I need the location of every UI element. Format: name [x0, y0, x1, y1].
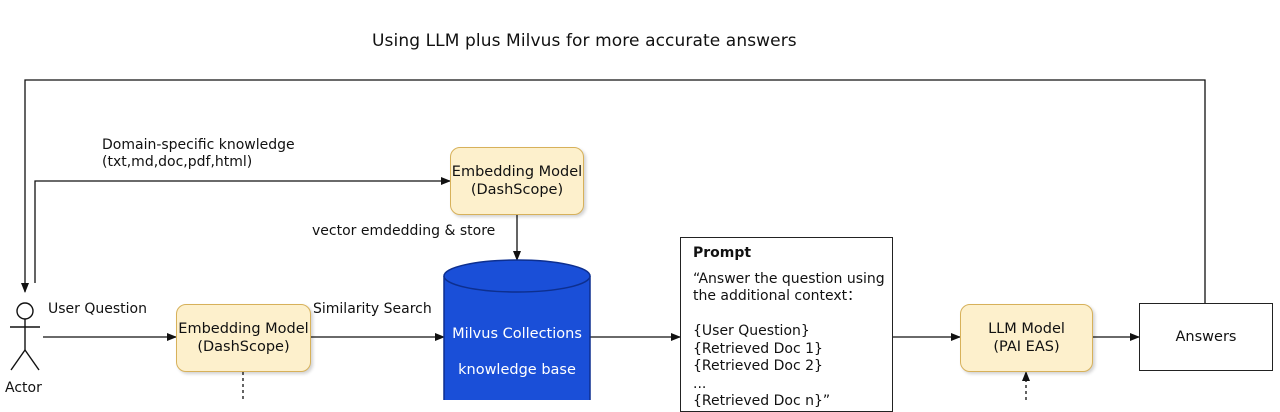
prompt-line: {Retrieved Doc 2} — [693, 358, 823, 374]
domain-knowledge-label: Domain-specific knowledge (txt,md,doc,pd… — [102, 137, 295, 171]
prompt-line: {Retrieved Doc 1} — [693, 340, 823, 357]
embedding-left-line2: (DashScope) — [197, 339, 290, 355]
prompt-box: Prompt “Answer the question using the ad… — [680, 237, 893, 412]
embedding-top-line1: Embedding Model — [451, 164, 583, 180]
actor-label: Actor — [5, 380, 42, 396]
diagram-title: Using LLM plus Milvus for more accurate … — [372, 31, 797, 51]
milvus-label-line1: Milvus Collections — [452, 326, 582, 342]
milvus-label-line2: knowledge base — [458, 362, 576, 378]
prompt-line: the additional context： — [693, 288, 862, 304]
embedding-model-top-box: Embedding Model (DashScope) — [450, 147, 584, 215]
domain-knowledge-arrow — [34, 177, 451, 283]
actor-icon — [10, 302, 40, 371]
domain-knowledge-line1: Domain-specific knowledge — [102, 137, 295, 153]
prompt-heading: Prompt — [693, 245, 752, 261]
user-question-label: User Question — [48, 301, 147, 317]
diagram-canvas: Using LLM plus Milvus for more accurate … — [5, 31, 1273, 412]
vector-store-label: vector emdedding & store — [312, 223, 496, 239]
answers-label: Answers — [1175, 329, 1237, 345]
embedding-left-line1: Embedding Model — [178, 321, 309, 337]
connector-layer — [10, 79, 1206, 400]
embedding-model-left-box: Embedding Model (DashScope) — [176, 304, 311, 372]
prompt-line: {Retrieved Doc n}” — [693, 393, 831, 409]
llm-line2: (PAI EAS) — [993, 339, 1060, 355]
feedback-loop-line — [21, 79, 1206, 303]
answers-box: Answers — [1139, 303, 1273, 371]
llm-line1: LLM Model — [988, 321, 1065, 337]
prompt-spacer — [693, 306, 880, 324]
milvus-cylinder — [443, 259, 591, 400]
similarity-search-label: Similarity Search — [313, 301, 432, 317]
prompt-line: “Answer the question using — [693, 270, 885, 287]
prompt-line: ... — [693, 375, 707, 392]
embedding-top-line2: (DashScope) — [470, 182, 564, 198]
domain-knowledge-line2: (txt,md,doc,pdf,html) — [102, 154, 253, 170]
llm-model-box: LLM Model (PAI EAS) — [960, 304, 1093, 372]
prompt-line: {User Question} — [693, 323, 810, 339]
